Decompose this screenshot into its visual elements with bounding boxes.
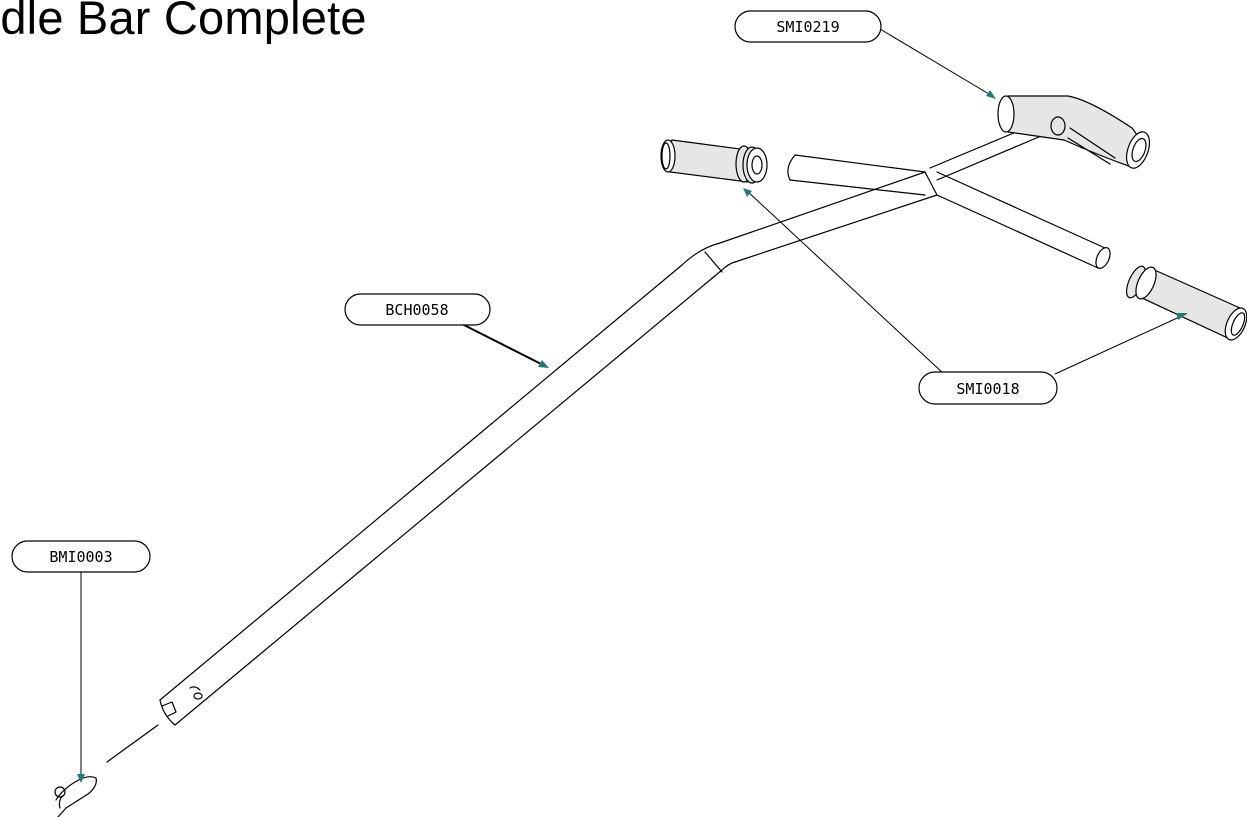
leader-lines xyxy=(77,28,1188,783)
left-grip xyxy=(660,139,768,184)
callout-bmi0003-label: BMI0003 xyxy=(49,548,112,566)
callout-bch0058-label: BCH0058 xyxy=(385,301,448,319)
callout-smi0018: SMI0018 xyxy=(918,371,1058,405)
top-grip xyxy=(997,95,1151,169)
callout-smi0018-label: SMI0018 xyxy=(956,380,1019,398)
callout-bch0058: BCH0058 xyxy=(344,293,491,326)
callout-smi0219-label: SMI0219 xyxy=(776,18,839,36)
right-grip xyxy=(1125,265,1247,341)
handlebar-tube xyxy=(159,171,938,726)
callout-bmi0003: BMI0003 xyxy=(11,540,151,573)
clip-part xyxy=(54,724,159,817)
drawing-title: ndle Bar Complete xyxy=(0,0,367,44)
callout-smi0219: SMI0219 xyxy=(734,10,882,43)
crossbar xyxy=(787,121,1111,269)
